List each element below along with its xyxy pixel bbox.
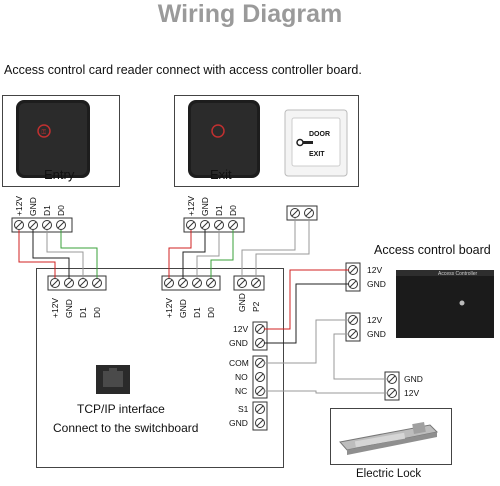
board-button-port — [233, 275, 265, 291]
board-power-gnd-label: GND — [229, 338, 248, 348]
main-controller-board — [36, 268, 284, 468]
lock-gnd-label: GND — [404, 374, 423, 384]
board-relay-terminal — [252, 355, 268, 399]
exit-pin-d0: D0 — [228, 205, 238, 216]
exit-label: Exit — [210, 167, 232, 182]
board-relay-com-label: COM — [229, 358, 249, 368]
entry-pin-d0: D0 — [56, 205, 66, 216]
access-board-label: Access control board — [374, 243, 491, 257]
lock-12v-label: 12V — [404, 388, 420, 398]
entry-pin-gnd: GND — [28, 197, 38, 216]
exit-button-terminal — [286, 205, 318, 221]
board-entry-pin-gnd: GND — [64, 299, 74, 318]
board-exit-port — [161, 275, 221, 291]
tcpip-interface-label: TCP/IP interface — [77, 402, 165, 416]
board-exit-pin-gnd: GND — [178, 299, 188, 318]
board-power-12v-label: 12V — [233, 324, 249, 334]
board-exit-pin-d1: D1 — [192, 307, 202, 318]
board-entry-pin-12v: +12V — [50, 297, 60, 318]
entry-pin-d1: D1 — [42, 205, 52, 216]
tcpip-switchboard-label: Connect to the switchboard — [53, 421, 199, 435]
access-panel-text: Access Controller — [438, 271, 478, 277]
exit-button-text-door: DOOR — [309, 131, 330, 138]
board-exit-pin-d0: D0 — [206, 307, 216, 318]
board-relay-nc-label: NC — [235, 386, 248, 396]
access-board-terminal-top — [345, 262, 361, 292]
exit-card-reader-icon — [188, 100, 260, 178]
board-entry-pin-d1: D1 — [78, 307, 88, 318]
access-controller-panel-icon — [396, 270, 494, 338]
electric-lock-label: Electric Lock — [356, 468, 422, 480]
entry-pin-12v: +12V — [14, 195, 24, 216]
board-button-pin-gnd: GND — [237, 293, 247, 312]
exit-pin-12v: +12V — [186, 195, 196, 216]
subtitle: Access control card reader connect with … — [4, 63, 362, 77]
board-sensor-terminal — [252, 401, 268, 431]
board-relay-no-label: NO — [235, 372, 248, 382]
svg-text:⚿: ⚿ — [42, 129, 47, 136]
exit-pin-gnd: GND — [200, 197, 210, 216]
door-exit-button-icon — [284, 109, 348, 177]
exit-pin-d1: D1 — [214, 205, 224, 216]
electric-lock-icon — [339, 422, 439, 455]
board-entry-port — [47, 275, 107, 291]
access-top-12v-label: 12V — [367, 265, 383, 275]
entry-label: Entry — [44, 167, 75, 182]
entry-card-reader-icon: ⚿ — [16, 100, 90, 178]
access-top-gnd-label: GND — [367, 279, 386, 289]
board-entry-pin-d0: D0 — [92, 307, 102, 318]
board-sensor-gnd-label: GND — [229, 418, 248, 428]
exit-reader-terminal — [183, 217, 245, 233]
board-sensor-s1-label: S1 — [238, 404, 249, 414]
entry-reader-terminal — [11, 217, 73, 233]
board-exit-pin-12v: +12V — [164, 297, 174, 318]
rj45-port-icon — [96, 365, 130, 394]
access-mid-12v-label: 12V — [367, 315, 383, 325]
page-title: Wiring Diagram — [157, 0, 343, 28]
exit-button-text-exit: EXIT — [309, 151, 325, 158]
access-mid-gnd-label: GND — [367, 329, 386, 339]
lock-terminal — [384, 371, 400, 401]
access-board-terminal-mid — [345, 312, 361, 342]
board-power-terminal — [252, 321, 268, 351]
board-button-pin-p2: P2 — [251, 301, 261, 312]
